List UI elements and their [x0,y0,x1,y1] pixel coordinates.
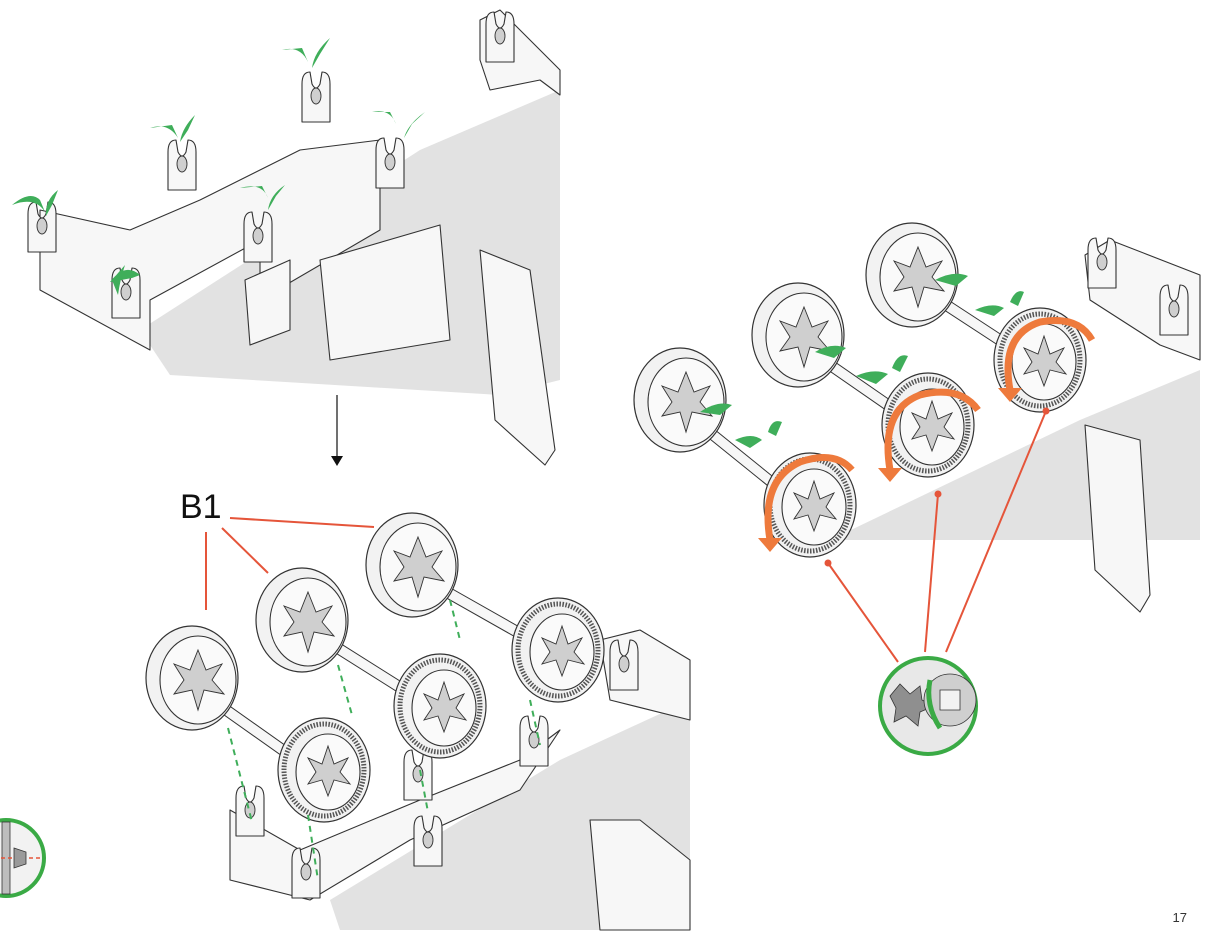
wheel [865,222,959,328]
axle-set-bottom [145,512,604,822]
rotate-arrowheads [758,388,1022,552]
callout-dots [824,407,1050,567]
frame-top [27,9,561,466]
orange-rotate-arrows [764,317,1096,541]
wheel [882,373,974,477]
wheel [278,718,370,822]
wheel [255,567,349,673]
green-snap-arrows-top [12,38,425,295]
right-callout-lines [827,410,1047,663]
wheel [365,512,459,618]
frame-bottom [229,629,691,931]
detail-circle-left [0,818,46,898]
frame-right [830,237,1201,613]
green-snap-arrows-right [700,273,1024,448]
wheel [145,625,239,731]
wheel [751,282,845,388]
detail-circle-right [878,656,978,756]
page-number: 17 [1172,910,1187,925]
wheel [633,347,727,453]
dashed-insert-arrows [227,599,541,881]
part-label-b1: B1 [180,488,222,526]
wheel [394,654,486,758]
wheel [512,598,604,702]
down-arrow [331,395,343,466]
b1-callout-lines [205,517,375,610]
